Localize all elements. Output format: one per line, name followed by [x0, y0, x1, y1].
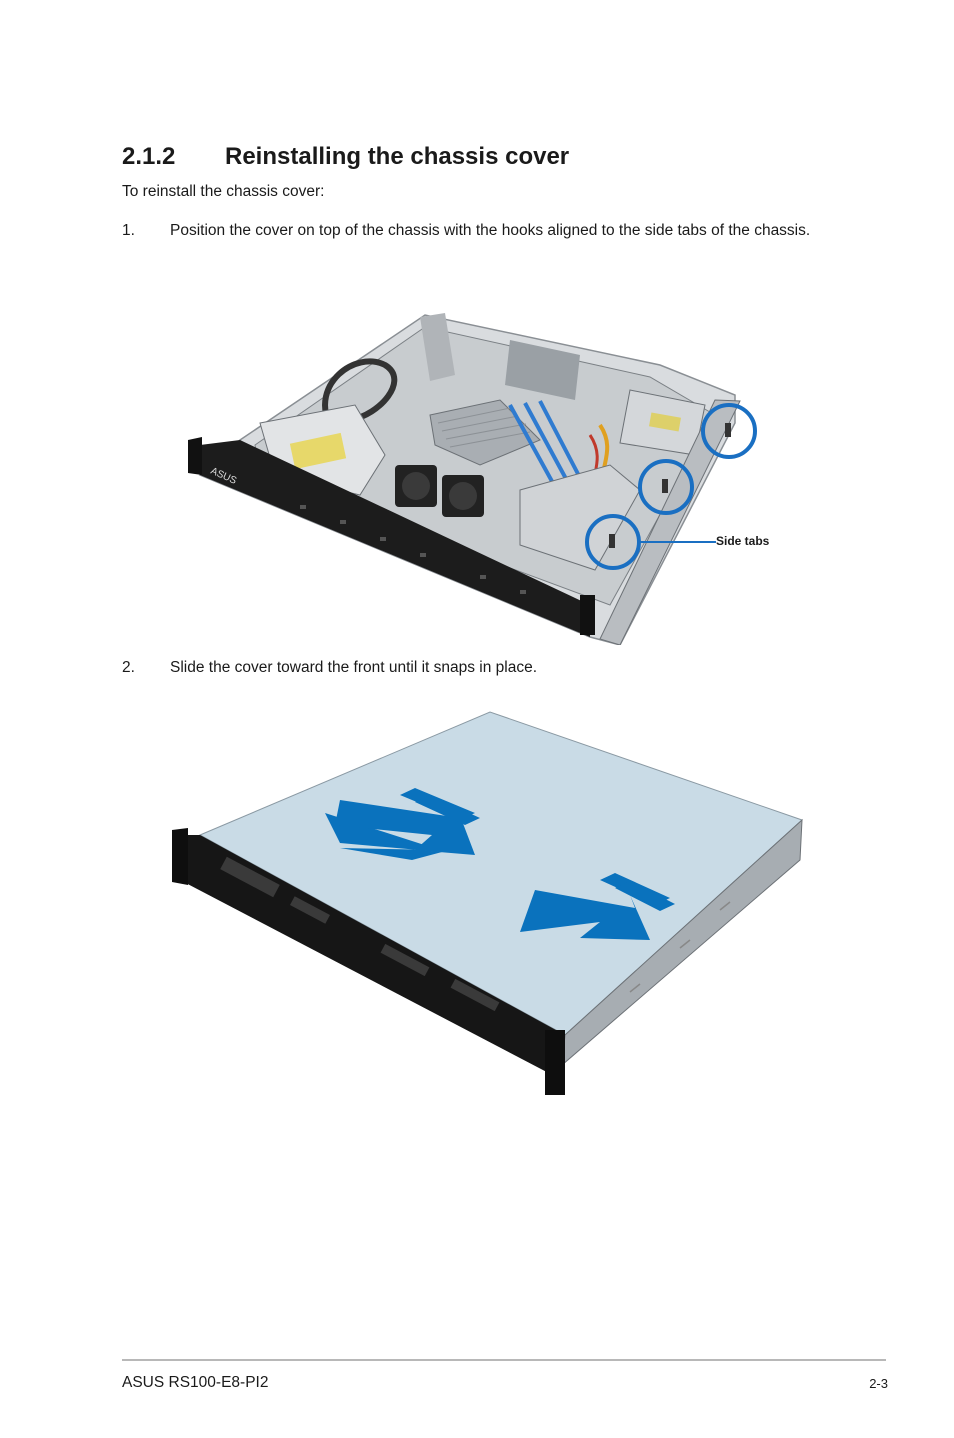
step-number: 2. — [122, 659, 135, 676]
section-number: 2.1.2 — [122, 143, 176, 170]
step-number: 1. — [122, 222, 135, 239]
page-number: 2-3 — [869, 1376, 888, 1391]
step-text: Position the cover on top of the chassis… — [170, 222, 811, 239]
section-heading: 2.1.2 Reinstalling the chassis cover — [122, 143, 569, 171]
footer-divider — [122, 1359, 886, 1361]
side-tabs-label: Side tabs — [716, 534, 770, 548]
open-chassis-figure: ASUS — [188, 313, 757, 645]
closed-chassis-figure — [172, 711, 803, 1095]
step-text: Slide the cover toward the front until i… — [170, 659, 538, 676]
intro-text: To reinstall the chassis cover: — [122, 183, 325, 200]
side-tab-circle-1 — [701, 403, 757, 459]
side-tab-circle-2 — [638, 459, 694, 515]
slide-arrow-1 — [325, 788, 480, 860]
footer-model: ASUS RS100-E8-PI2 — [122, 1374, 269, 1391]
slide-arrow-2 — [520, 873, 675, 940]
section-title: Reinstalling the chassis cover — [225, 143, 570, 170]
